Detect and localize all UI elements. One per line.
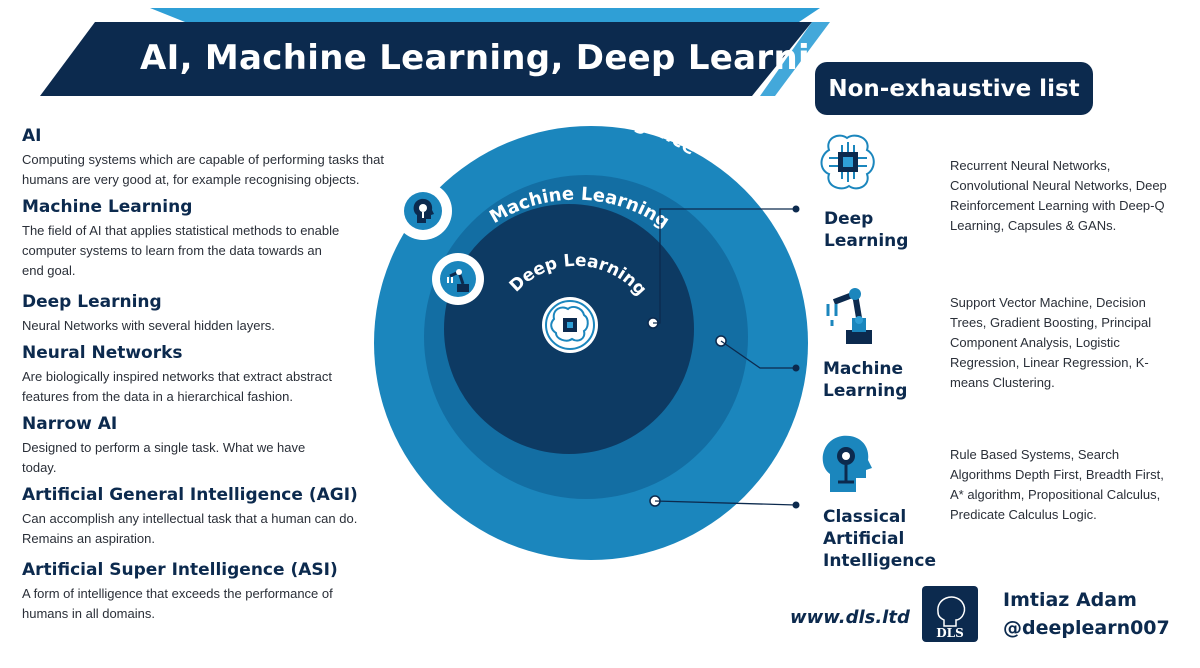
- dls-logo: DLS: [922, 586, 978, 642]
- definition-term: Narrow AI: [22, 414, 118, 434]
- author-handle: @deeplearn007: [1003, 617, 1170, 639]
- definition-text: A form of intelligence that exceeds the …: [22, 586, 333, 621]
- definition-text: Are biologically inspired networks that …: [22, 369, 332, 404]
- website-link[interactable]: www.dls.ltd: [790, 607, 910, 628]
- title-banner-shape: [40, 8, 830, 96]
- definition-deep-learning: Deep Learning Neural Networks with sever…: [22, 292, 392, 336]
- head-profile-icon: [404, 192, 442, 230]
- definition-machine-learning: Machine Learning The field of AI that ap…: [22, 197, 392, 281]
- concentric-circles: Artificial Intelligence Machine Learning…: [374, 103, 808, 560]
- ai-head-icon-bubble: [394, 182, 452, 240]
- category-title-deep-learning: Deep Learning: [824, 209, 909, 251]
- category-list-classical-ai: Rule Based Systems, Search Algorithms De…: [950, 447, 1164, 522]
- category-list-deep-learning: Recurrent Neural Networks, Convolutional…: [950, 158, 1167, 233]
- author-info: Imtiaz Adam @deeplearn007: [1003, 586, 1170, 642]
- definition-ai: AI Computing systems which are capable o…: [22, 126, 392, 190]
- definition-narrow-ai: Narrow AI Designed to perform a single t…: [22, 414, 392, 478]
- definition-term: Deep Learning: [22, 292, 162, 312]
- definition-term: Neural Networks: [22, 343, 183, 363]
- definition-term: Machine Learning: [22, 197, 193, 217]
- category-head-profile-icon: [820, 432, 874, 501]
- title-banner: AI, Machine Learning, Deep Learning: [0, 0, 860, 110]
- category-brain-chip-icon: [817, 130, 879, 199]
- robot-arm-icon: [440, 261, 476, 297]
- page-title: AI, Machine Learning, Deep Learning: [140, 38, 860, 78]
- category-title-machine-learning: Machine Learning: [823, 359, 908, 401]
- definition-term: Artificial Super Intelligence (ASI): [22, 560, 338, 580]
- category-list-machine-learning: Support Vector Machine, Decision Trees, …: [950, 295, 1152, 390]
- center-brain-chip-icon: [542, 297, 598, 353]
- category-robot-arm-icon: [822, 282, 874, 351]
- definition-term: Artificial General Intelligence (AGI): [22, 485, 358, 505]
- author-name: Imtiaz Adam: [1003, 589, 1137, 611]
- ml-robot-icon-bubble: [432, 253, 484, 305]
- definition-text: The field of AI that applies statistical…: [22, 223, 340, 278]
- definition-text: Designed to perform a single task. What …: [22, 440, 306, 475]
- definition-agi: Artificial General Intelligence (AGI) Ca…: [22, 485, 392, 549]
- concentric-diagram: Artificial Intelligence Machine Learning…: [360, 103, 820, 560]
- definition-asi: Artificial Super Intelligence (ASI) A fo…: [22, 560, 392, 624]
- definition-text: Can accomplish any intellectual task tha…: [22, 511, 358, 546]
- definition-neural-networks: Neural Networks Are biologically inspire…: [22, 343, 392, 407]
- definition-text: Computing systems which are capable of p…: [22, 152, 385, 187]
- non-exhaustive-list-heading: Non-exhaustive list: [815, 62, 1093, 115]
- definition-text: Neural Networks with several hidden laye…: [22, 318, 275, 333]
- svg-text:DLS: DLS: [936, 626, 964, 640]
- category-title-classical-ai: Classical Artificial Intelligence: [823, 507, 936, 571]
- definition-term: AI: [22, 126, 42, 146]
